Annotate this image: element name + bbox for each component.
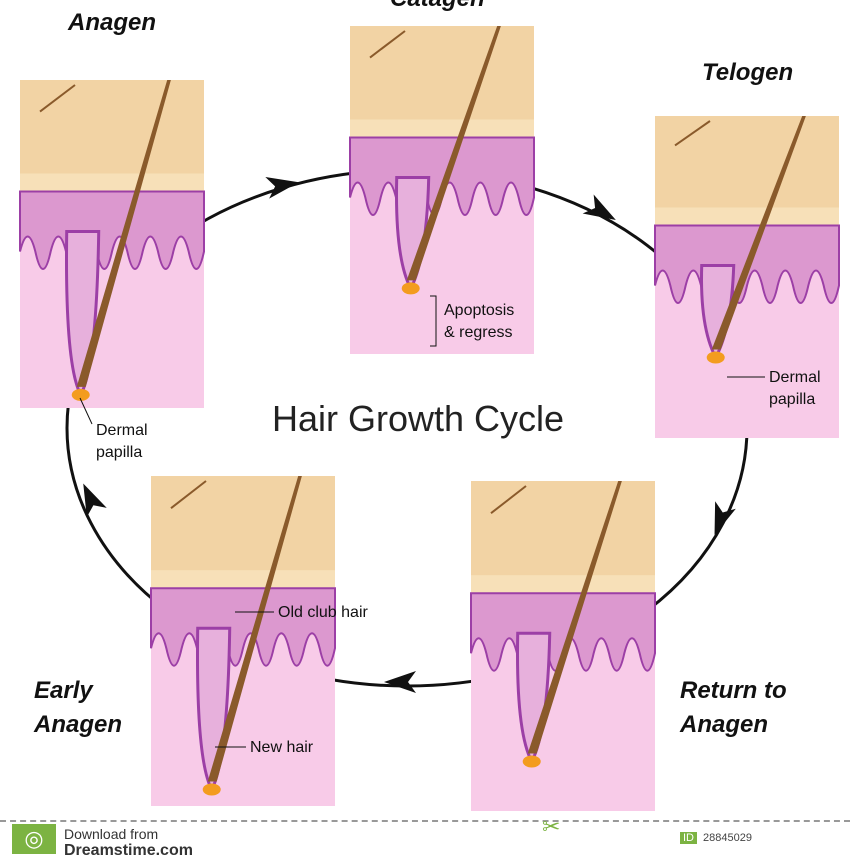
panel-telogen [654,116,840,438]
telogen-papilla-label: Dermal papilla [769,367,821,411]
dermal-papilla [706,351,725,364]
skin-stripe [20,173,204,192]
annotation-lines [79,295,765,748]
small-hair [674,120,711,147]
l2: papilla [96,444,143,461]
panel-return-anagen [470,481,656,811]
anagen-papilla-label: Dermal papilla [96,420,148,464]
epidermis-layer [471,481,655,594]
hair-shaft [527,481,622,754]
hair-shaft [406,26,501,281]
l1: Dermal [769,369,821,386]
hair-shaft [207,476,302,782]
epidermis-layer [151,476,335,589]
skin-stripe [471,575,655,594]
old-club-hair-label: Old club hair [278,604,368,621]
cycle-arrow-icon [265,176,299,199]
l2: papilla [769,391,816,408]
early-line2: Anagen [34,711,123,738]
catagen-label: Apoptosis & regress [444,300,514,344]
hair-shaft [76,80,171,387]
cycle-arrow-icon [582,194,616,220]
catagen-bracket [430,295,437,347]
stage-label-telogen: Telogen [702,59,794,86]
l1: Apoptosis [444,302,515,319]
return-line1: Return to [680,677,787,704]
new-hair-label: New hair [250,739,314,756]
epidermis-layer [350,26,534,138]
stage-label-anagen: Anagen [68,9,157,36]
skin-stripe [350,119,534,138]
panel-catagen [349,26,535,354]
early-line1: Early [34,677,93,704]
epidermis-layer [655,116,839,226]
dermal-papilla [71,388,90,401]
diagram-title: Hair Growth Cycle [272,398,565,439]
dl2: Dreamstime.com [64,842,193,859]
scissors-icon: ✂ [542,814,561,839]
dreamstime-logo-icon: ◎ [12,824,56,854]
stage-label-return-anagen: Return to Anagen [680,674,787,742]
anagen-pointer [79,397,93,425]
cycle-arrow-icon [83,483,107,518]
id-badge: ID [680,832,697,844]
small-hair [39,84,76,113]
small-hair [490,485,527,514]
l1: Dermal [96,422,148,439]
return-line2: Anagen [680,711,769,738]
small-hair [369,30,406,59]
dl1: Download from [64,826,159,842]
image-id: ID 28845029 [680,832,752,844]
l2: & regress [444,324,513,341]
stage-label-catagen: Catagen [390,0,485,16]
panel-anagen [19,80,205,408]
skin-stripe [151,570,335,589]
cycle-arrow-icon [384,671,416,693]
id-value: 28845029 [703,832,752,844]
dermal-papilla [522,755,541,768]
panel-early-anagen [150,476,336,806]
cycle-arrow-icon [714,501,736,536]
skin-stripe [655,207,839,226]
dermal-papilla [401,282,420,295]
hair-shaft [711,116,806,350]
small-hair [170,480,207,509]
epidermis-layer [20,80,204,192]
dermal-papilla [202,783,221,796]
